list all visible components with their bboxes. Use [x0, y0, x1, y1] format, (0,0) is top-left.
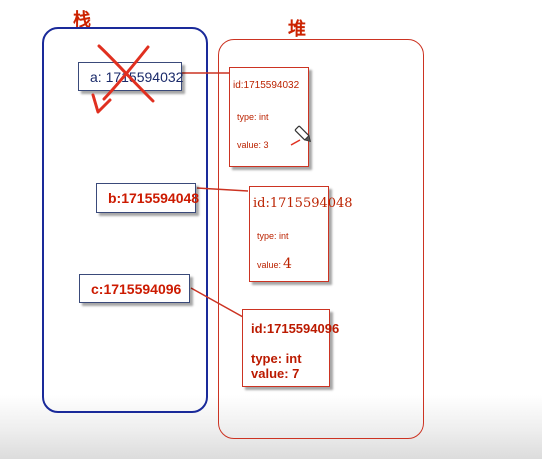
stack-var-a-label: a: 1715594032	[90, 69, 184, 85]
arrow-c-to-obj3	[190, 287, 244, 318]
heap-object-3: id:1715594096 type: int value: 7	[242, 309, 339, 387]
stack-var-c: c:1715594096	[79, 274, 190, 303]
stack-var-b: b:1715594048	[96, 183, 200, 213]
arrow-b-to-obj2	[196, 187, 249, 192]
heap-object-2-id: id:1715594048	[253, 196, 353, 211]
heap-object-2-type: type: int	[257, 231, 289, 241]
heap-object-1-type: type: int	[237, 112, 269, 122]
heap-object-3-type: type: int	[251, 351, 302, 366]
heap-object-1: id:1715594032 type: int value: 3	[229, 67, 309, 167]
stack-var-b-label: b:1715594048	[108, 190, 200, 206]
stack-panel	[42, 27, 208, 413]
heap-object-1-value: value: 3	[237, 140, 269, 150]
heap-object-2-value-number: 4	[283, 256, 292, 272]
heap-object-2-value-label: value:	[257, 260, 282, 270]
heap-panel	[218, 39, 424, 439]
heap-object-3-id: id:1715594096	[251, 321, 340, 336]
stack-title: 栈	[73, 10, 91, 31]
heap-title: 堆	[288, 19, 306, 40]
heap-object-3-value: value: 7	[251, 366, 300, 381]
stack-var-c-label: c:1715594096	[91, 281, 182, 297]
heap-object-1-id: id:1715594032	[233, 80, 300, 91]
cursor-icon	[294, 125, 311, 142]
pen-mark-icon	[290, 139, 301, 146]
heap-object-2: id:1715594048 type: int value: 4	[249, 186, 353, 282]
cross-mark-icon	[91, 44, 155, 114]
